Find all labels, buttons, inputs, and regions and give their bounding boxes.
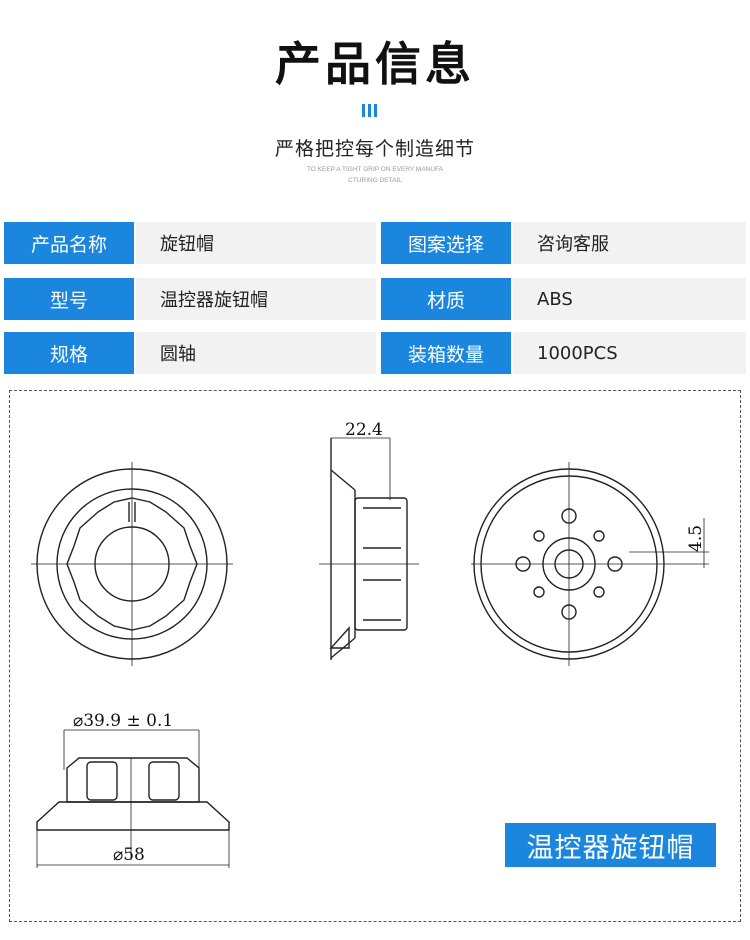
front-view	[31, 462, 233, 666]
spec-row-3: 规格 圆轴 装箱数量 1000PCS	[4, 332, 746, 374]
spec-row-1: 产品名称 旋钮帽 图案选择 咨询客服	[4, 222, 746, 264]
technical-drawing: 22.4 4.5 ⌀39.9 ± 0.1 ⌀58	[31, 420, 709, 868]
spec-label-spec: 规格	[4, 332, 134, 374]
dim-side-width: 22.4	[345, 420, 383, 440]
page-subtitle: 严格把控每个制造细节	[274, 138, 475, 160]
spec-label-product-name: 产品名称	[4, 222, 134, 264]
spec-value-pattern: 咨询客服	[513, 222, 746, 264]
spec-value-spec: 圆轴	[136, 332, 376, 374]
page-title: 产品信息	[275, 37, 475, 91]
dim-base-diameter: ⌀58	[113, 845, 145, 865]
tagline-line-1: TO KEEP A TIGHT GRIP ON EVERY MANUFA	[306, 166, 444, 173]
dim-hole-spacing: 4.5	[686, 525, 706, 552]
spec-value-model: 温控器旋钮帽	[136, 278, 376, 320]
spec-row-2: 型号 温控器旋钮帽 材质 ABS	[4, 278, 746, 320]
dim-top-diameter: ⌀39.9 ± 0.1	[73, 711, 173, 731]
back-view	[471, 462, 709, 666]
spec-label-material: 材质	[381, 278, 511, 320]
page-tagline: TO KEEP A TIGHT GRIP ON EVERY MANUFA CTU…	[280, 164, 470, 186]
tagline-line-2: CTURING DETAIL	[348, 177, 402, 184]
spec-label-model: 型号	[4, 278, 134, 320]
profile-view	[36, 729, 230, 868]
title-accent-bars	[362, 104, 382, 117]
page-header: 产品信息 严格把控每个制造细节 TO KEEP A TIGHT GRIP ON …	[0, 0, 750, 200]
spec-label-quantity: 装箱数量	[381, 332, 511, 374]
spec-label-pattern: 图案选择	[381, 222, 511, 264]
spec-value-product-name: 旋钮帽	[136, 222, 376, 264]
drawing-frame	[9, 390, 741, 922]
spec-value-material: ABS	[513, 278, 746, 320]
side-view	[319, 437, 419, 660]
product-name-badge: 温控器旋钮帽	[505, 823, 716, 867]
spec-value-quantity: 1000PCS	[513, 332, 746, 374]
